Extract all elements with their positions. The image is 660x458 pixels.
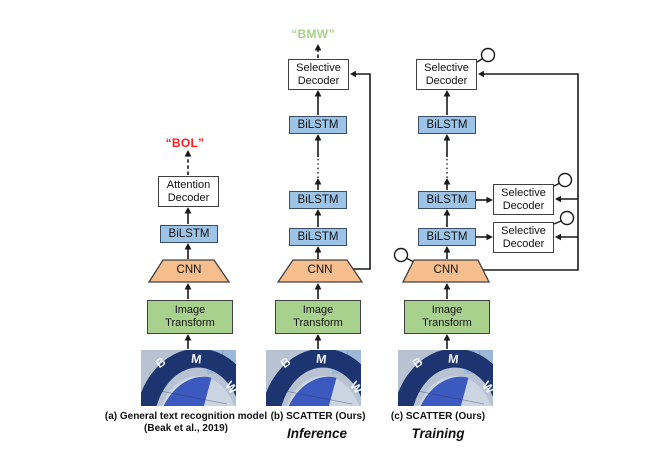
cnn-label-b: CNN [307, 264, 333, 276]
output-label-bol: “BOL” [165, 136, 205, 150]
cnn-trapezoid-c [401, 259, 491, 283]
attention-decoder-line1: Attention [166, 178, 211, 191]
attention-decoder-line2: Decoder [167, 191, 210, 204]
flow-arrows-column-c [443, 70, 579, 349]
circle-bottom-selective-decoder [559, 210, 575, 226]
selective-decoder-b-line2: Decoder [297, 74, 340, 87]
output-label-bmw: “BMW” [291, 27, 335, 41]
selective-decoder-c-mid-line1: Selective [501, 186, 546, 199]
image-transform-a-line1: Image [174, 304, 206, 316]
selective-decoder-c-top-line2: Decoder [425, 74, 468, 87]
cnn-blocks [147, 259, 491, 283]
image-transform-c-line1: Image [431, 304, 463, 316]
cnn-label-c: CNN [433, 264, 459, 276]
circle-mid-selective-decoder [557, 172, 573, 188]
flow-arrows-column-a [184, 150, 192, 349]
image-transform-box-b: Image Transform [275, 300, 361, 334]
selective-decoder-b-line1: Selective [296, 61, 341, 74]
image-transform-b-line1: Image [302, 304, 334, 316]
bilstm-box-c-top: BiLSTM [418, 116, 476, 134]
caption-a-line2: (Beak et al., 2019) [144, 423, 228, 434]
caption-c-line1: (c) SCATTER (Ours) [390, 411, 486, 422]
caption-c-line2-training: Training [411, 426, 465, 441]
input-image-a [141, 350, 252, 458]
caption-b-line2-inference: Inference [286, 426, 348, 441]
selective-decoder-c-top-line1: Selective [424, 61, 469, 74]
input-image-b [266, 350, 377, 458]
flow-arrows-column-b [314, 44, 371, 349]
selective-decoder-box-c-top: Selective Decoder [416, 59, 477, 90]
bilstm-box-a: BiLSTM [160, 225, 218, 243]
image-transform-box-c: Image Transform [404, 300, 490, 334]
cnn-trapezoid-a [147, 259, 231, 283]
input-image-c [398, 350, 509, 458]
circle-cnn [393, 247, 409, 263]
caption-a-line1: (a) General text recognition model [104, 411, 268, 422]
selective-decoder-box-c-mid: Selective Decoder [493, 184, 554, 215]
bilstm-box-b-top: BiLSTM [289, 116, 347, 134]
attention-decoder-box: Attention Decoder [158, 176, 219, 207]
selective-decoder-c-mid-line2: Decoder [502, 199, 545, 212]
caption-b-line1: (b) SCATTER (Ours) [270, 411, 366, 422]
cnn-label-a: CNN [176, 264, 202, 276]
image-transform-a-line2: Transform [165, 317, 215, 329]
bilstm-box-c-bottom: BiLSTM [418, 228, 476, 246]
cnn-to-decoder-feedback-b [352, 73, 371, 270]
bilstm-box-b-bottom: BiLSTM [289, 228, 347, 246]
cnn-trapezoid-b [276, 259, 364, 283]
image-transform-b-line2: Transform [293, 317, 343, 329]
image-transform-box-a: Image Transform [147, 300, 233, 334]
cnn-feature-feedback-bus-c [483, 73, 579, 271]
decoder-branch-circles [393, 47, 575, 263]
bilstm-box-b-mid: BiLSTM [289, 191, 347, 209]
selective-decoder-box-b: Selective Decoder [288, 59, 349, 90]
selective-decoder-box-c-bottom: Selective Decoder [493, 222, 554, 253]
bilstm-box-c-mid: BiLSTM [418, 191, 476, 209]
selective-decoder-c-bottom-line1: Selective [501, 224, 546, 237]
selective-decoder-c-bottom-line2: Decoder [502, 237, 545, 250]
image-transform-c-line2: Transform [422, 317, 472, 329]
circle-top-selective-decoder [480, 47, 496, 63]
